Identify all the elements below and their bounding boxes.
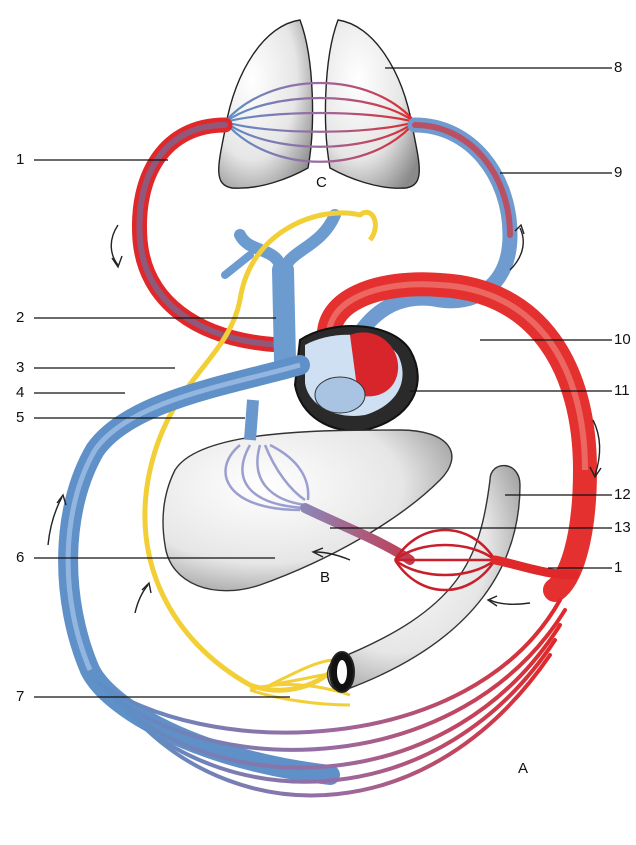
heart — [295, 326, 418, 431]
region-b-label: B — [320, 569, 330, 586]
label-12: 12 — [614, 486, 631, 503]
region-a-label: A — [518, 760, 528, 777]
label-2: 2 — [16, 309, 24, 326]
label-1-left: 1 — [16, 151, 24, 168]
label-5: 5 — [16, 409, 24, 426]
label-4: 4 — [16, 384, 24, 401]
region-c-label: C — [316, 174, 327, 191]
label-13: 13 — [614, 519, 631, 536]
hepatic-vein — [250, 400, 253, 440]
label-3: 3 — [16, 359, 24, 376]
label-10: 10 — [614, 331, 631, 348]
label-7: 7 — [16, 688, 24, 705]
label-1-right: 1 — [614, 559, 622, 576]
label-9: 9 — [614, 164, 622, 181]
systemic-capillaries — [95, 600, 565, 795]
label-6: 6 — [16, 549, 24, 566]
label-11: 11 — [614, 382, 630, 399]
label-8: 8 — [614, 59, 622, 76]
